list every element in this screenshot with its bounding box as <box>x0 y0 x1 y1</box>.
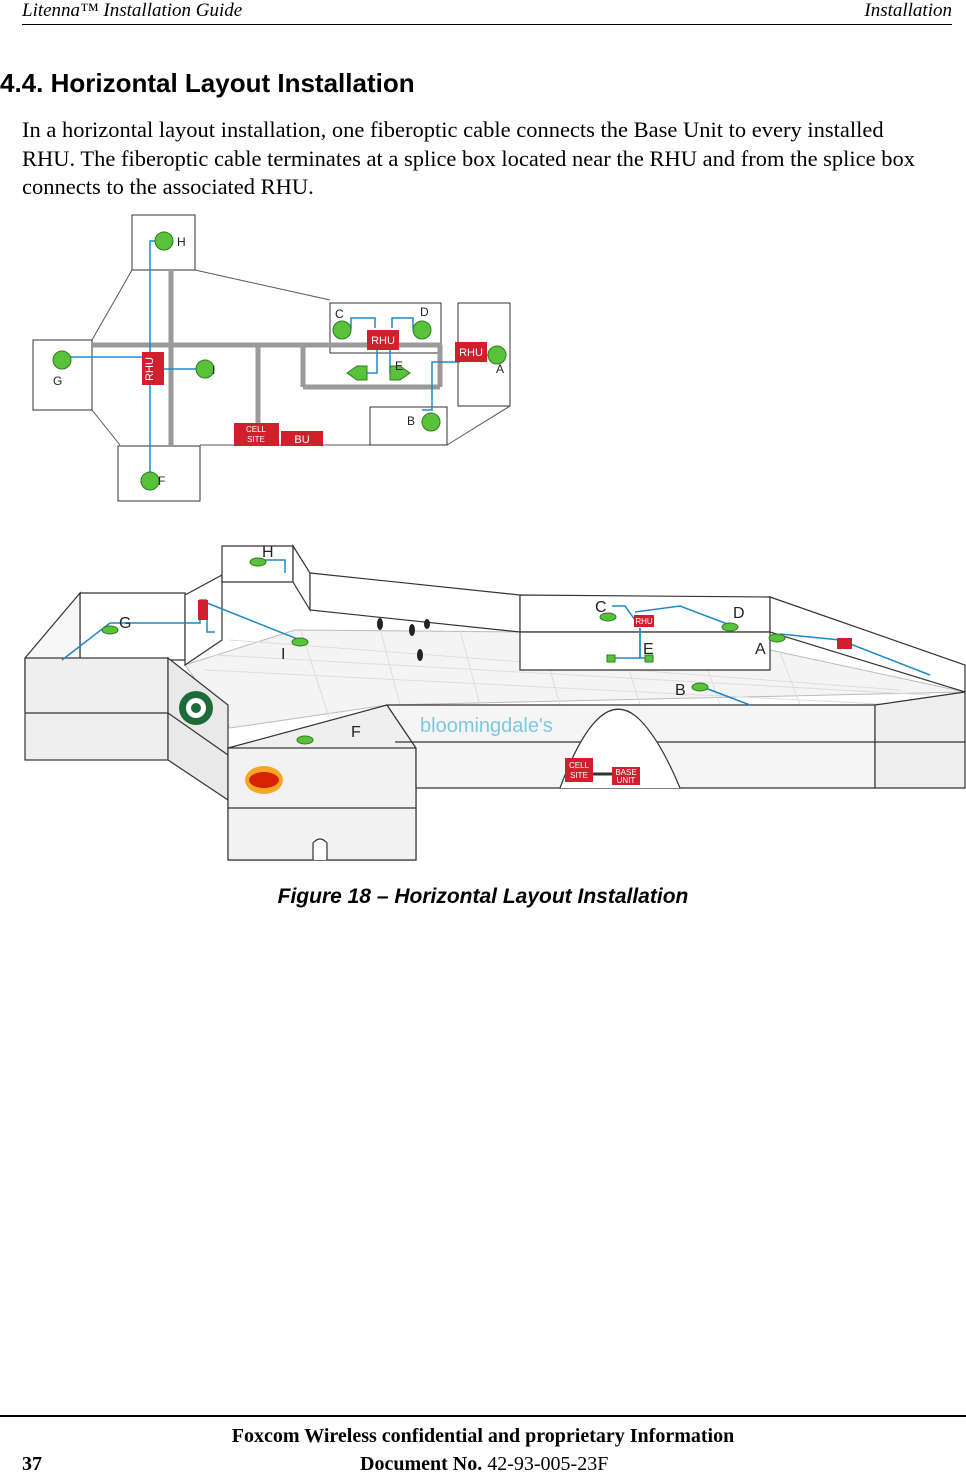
page-number: 37 <box>22 1453 42 1475</box>
label-e: E <box>395 359 403 373</box>
mall-base-unit <box>612 767 640 785</box>
mall-label-h: H <box>262 544 274 561</box>
rhu-label-left: RHU <box>144 357 156 381</box>
rhu-units: RHU RHU RHU CELL SITE BU <box>142 330 487 446</box>
mall-antenna-d <box>721 622 739 632</box>
bloomingdales-sign: bloomingdale's <box>420 715 553 737</box>
antenna-d <box>412 320 432 340</box>
bu-box <box>281 431 323 446</box>
antenna-i <box>195 359 215 379</box>
label-f: F <box>158 474 165 488</box>
rhu-box-right <box>455 342 487 362</box>
mall-antenna-h <box>249 557 267 567</box>
cell-site-box <box>234 423 279 446</box>
splice-right <box>389 365 411 381</box>
mall-label-d: D <box>733 605 745 622</box>
bloomingdales-store <box>385 691 966 789</box>
left-store <box>24 656 229 802</box>
footer-confidential: Foxcom Wireless confidential and proprie… <box>231 1425 735 1447</box>
mall-labels: G H I F C D E A B <box>119 544 766 741</box>
label-h: H <box>177 235 186 249</box>
page-footer: Foxcom Wireless confidential and proprie… <box>0 1415 966 1479</box>
mall-cell-site-line1: CELL <box>569 761 590 770</box>
doc-label: Document No. <box>360 1453 483 1475</box>
mall-cell-site-line2: SITE <box>570 771 588 780</box>
mall-label-i: I <box>281 646 285 663</box>
mall-illustration: bloomingdale's RHU CELL SITE BASE UNIT <box>24 543 966 861</box>
mall-rhu-g <box>198 600 208 620</box>
label-d: D <box>420 305 429 319</box>
mall-splice-right <box>644 654 654 663</box>
mall-cell-site <box>565 758 593 782</box>
burger-king-logo <box>245 766 283 794</box>
mall-label-c: C <box>595 599 607 616</box>
rhu-box-left <box>142 352 164 385</box>
header-title: Litenna™ Installation Guide <box>22 0 243 21</box>
doc-number: 42-93-005-23F <box>487 1453 609 1475</box>
mall-label-a: A <box>755 641 766 658</box>
mall-label-f: F <box>351 724 361 741</box>
label-c: C <box>335 307 344 321</box>
mall-antenna-b <box>691 682 709 692</box>
mall-antennas <box>101 557 786 745</box>
splice-left <box>346 365 368 381</box>
mall-antenna-g <box>101 625 119 635</box>
document-number: Document No. 42-93-005-23F <box>360 1453 608 1476</box>
burger-king-store <box>227 704 417 861</box>
mall-rhu-c-label: RHU <box>635 617 653 626</box>
page-header: Litenna™ Installation Guide Installation <box>22 0 952 25</box>
mall-rhu-a <box>837 638 852 649</box>
antenna-a <box>487 345 507 365</box>
mall-antenna-f <box>296 735 314 745</box>
mall-base-unit-line2: UNIT <box>617 776 636 785</box>
rhu-box-center <box>367 330 399 350</box>
label-a: A <box>496 362 504 376</box>
floor-plan-labels: H G I F C D E A B <box>53 235 504 488</box>
cell-site-line2: SITE <box>247 435 265 444</box>
antenna-b <box>421 412 441 432</box>
antenna-c <box>332 320 352 340</box>
mall-label-b: B <box>675 682 686 699</box>
mall-label-g: G <box>119 615 131 632</box>
mall-antenna-i <box>291 637 309 647</box>
header-section: Installation <box>864 0 952 21</box>
antenna-f <box>140 471 160 491</box>
mall-splice-left <box>606 654 616 663</box>
antenna-g <box>52 350 72 370</box>
figure-caption: Figure 18 – Horizontal Layout Installati… <box>277 885 689 908</box>
antenna-h <box>154 231 174 251</box>
mall-antenna-a <box>768 633 786 643</box>
rhu-label-center: RHU <box>371 335 395 347</box>
floor-plan-diagram: RHU RHU RHU CELL SITE BU H G I F C D E A… <box>32 214 511 502</box>
mall-rhu-units: RHU CELL SITE BASE UNIT <box>198 600 852 785</box>
section-heading: 4.4. Horizontal Layout Installation <box>0 68 415 98</box>
people-figures <box>377 618 430 661</box>
antennas <box>52 231 507 491</box>
label-i: I <box>212 363 215 377</box>
body-paragraph: In a horizontal layout installation, one… <box>22 117 916 199</box>
label-g: G <box>53 374 62 388</box>
cell-site-line1: CELL <box>246 425 267 434</box>
starbucks-logo <box>179 691 213 725</box>
bu-label: BU <box>294 434 309 446</box>
mall-antenna-c <box>599 612 617 622</box>
mall-base-unit-line1: BASE <box>615 768 636 777</box>
rhu-label-right: RHU <box>459 347 483 359</box>
label-b: B <box>407 414 415 428</box>
mall-label-e: E <box>643 641 654 658</box>
mall-rhu-c <box>634 615 654 627</box>
